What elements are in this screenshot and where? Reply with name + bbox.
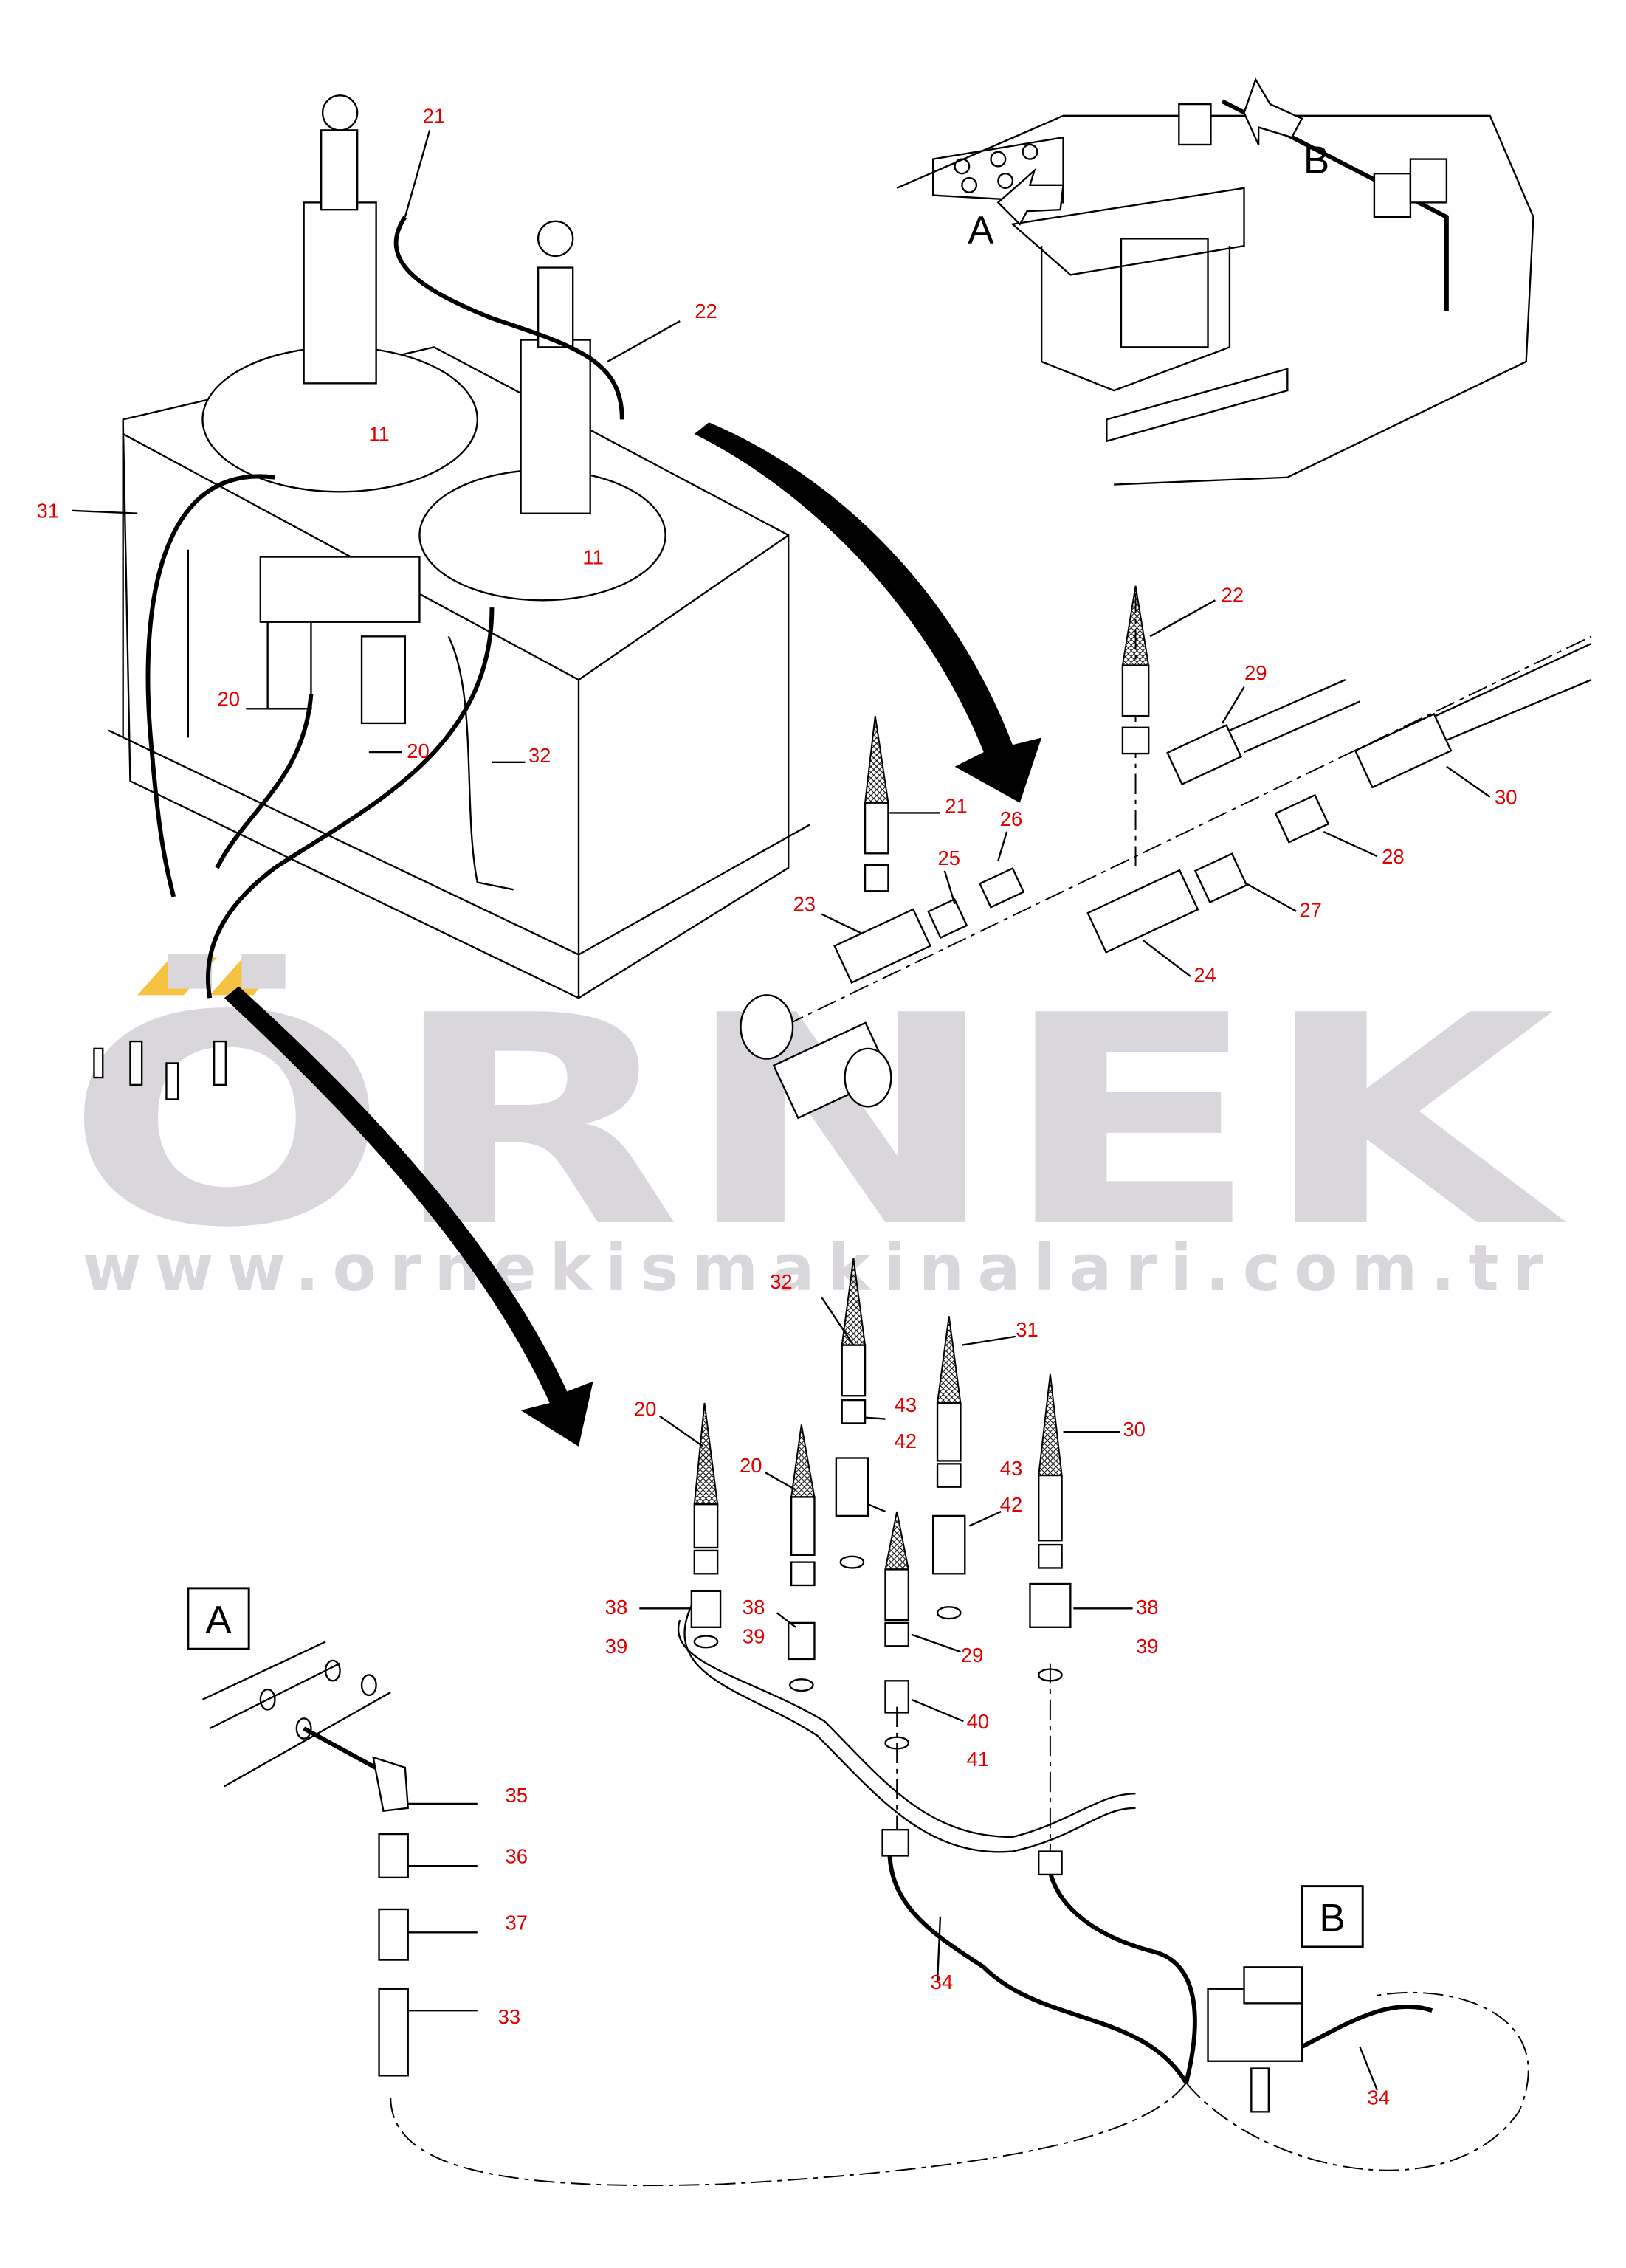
watermark: ÖRNEK www.ornekismakinalari.com.tr <box>65 951 1569 1306</box>
curved-arrow-upper <box>694 422 1042 803</box>
part-callout: 30 <box>1123 1418 1146 1441</box>
part-callout: 20 <box>407 740 430 762</box>
part-callout: 34 <box>1368 2086 1391 2109</box>
part-callout: 41 <box>967 1748 990 1771</box>
detail-box-a-label: A <box>205 1599 232 1642</box>
part-callout: 22 <box>695 300 717 323</box>
part-callout: 31 <box>36 500 59 523</box>
part-callout: 39 <box>605 1635 628 1658</box>
part-callout: 37 <box>505 1911 528 1934</box>
view-a-arrow <box>996 168 1064 226</box>
part-callout: 11 <box>368 423 389 446</box>
view-letter-a: A <box>968 208 994 252</box>
part-callout: 27 <box>1299 899 1322 922</box>
part-callout: 23 <box>793 893 816 916</box>
part-callout: 31 <box>1016 1318 1038 1341</box>
detail-box-b: B <box>1301 1885 1364 1948</box>
part-callout: 21 <box>945 794 968 817</box>
part-callout: 38 <box>1136 1596 1159 1619</box>
part-callout: 22 <box>1222 583 1244 606</box>
part-callout: 38 <box>743 1596 765 1619</box>
detail-box-a: A <box>187 1587 250 1650</box>
part-callout: 43 <box>1000 1457 1023 1480</box>
fitting-cluster-small <box>93 1040 227 1100</box>
part-callout: 30 <box>1495 786 1518 809</box>
detail-b-drawing <box>1207 1966 1433 2113</box>
upper-fittings-exploded <box>740 585 1592 1120</box>
view-b-arrow <box>1243 77 1303 145</box>
curved-arrow-lower <box>224 986 593 1447</box>
part-callout: 43 <box>895 1393 917 1416</box>
part-callout: 42 <box>1000 1493 1023 1516</box>
tank-assembly-drawing <box>93 94 811 1100</box>
part-callout: 21 <box>423 105 446 128</box>
part-callout: 25 <box>937 847 960 869</box>
detail-box-b-label: B <box>1319 1896 1345 1940</box>
watermark-brand: ÖRNEK <box>65 951 1569 1291</box>
view-letter-b: B <box>1303 139 1329 182</box>
watermark-accent-left <box>137 957 218 996</box>
part-callout: 34 <box>931 1971 954 1993</box>
cab-location-drawing <box>896 77 1534 486</box>
part-callout: 29 <box>1244 661 1267 684</box>
callout-labels: 21 22 31 11 11 20 20 32 22 29 21 26 25 23 30 28 27 24 32 31… <box>36 105 1517 2109</box>
part-callout: 32 <box>770 1270 793 1293</box>
part-callout: 39 <box>743 1624 765 1647</box>
part-callout: 26 <box>1000 807 1023 830</box>
part-callout: 39 <box>1136 1635 1159 1658</box>
part-callout: 42 <box>895 1430 917 1452</box>
part-callout: 40 <box>967 1710 990 1733</box>
part-callout: 32 <box>528 744 551 767</box>
detail-a-drawing <box>201 1641 478 2077</box>
watermark-website: www.ornekismakinalari.com.tr <box>83 1232 1544 1306</box>
part-callout: 33 <box>498 2005 521 2028</box>
watermark-accent-right <box>210 957 287 996</box>
part-callout: 24 <box>1193 964 1216 987</box>
part-callout: 20 <box>217 687 240 710</box>
hose-ends <box>693 1258 1063 1647</box>
part-callout: 20 <box>634 1398 657 1421</box>
part-callout: 29 <box>961 1644 984 1666</box>
part-callout: 38 <box>605 1596 628 1619</box>
part-callout: 28 <box>1382 845 1405 868</box>
lower-fittings-exploded <box>390 1258 1529 2187</box>
leader-lines <box>72 130 1491 2091</box>
part-callout: 11 <box>582 545 603 568</box>
part-callout: 36 <box>505 1844 528 1867</box>
part-callout: 35 <box>505 1784 528 1807</box>
part-callout: 20 <box>740 1454 762 1477</box>
